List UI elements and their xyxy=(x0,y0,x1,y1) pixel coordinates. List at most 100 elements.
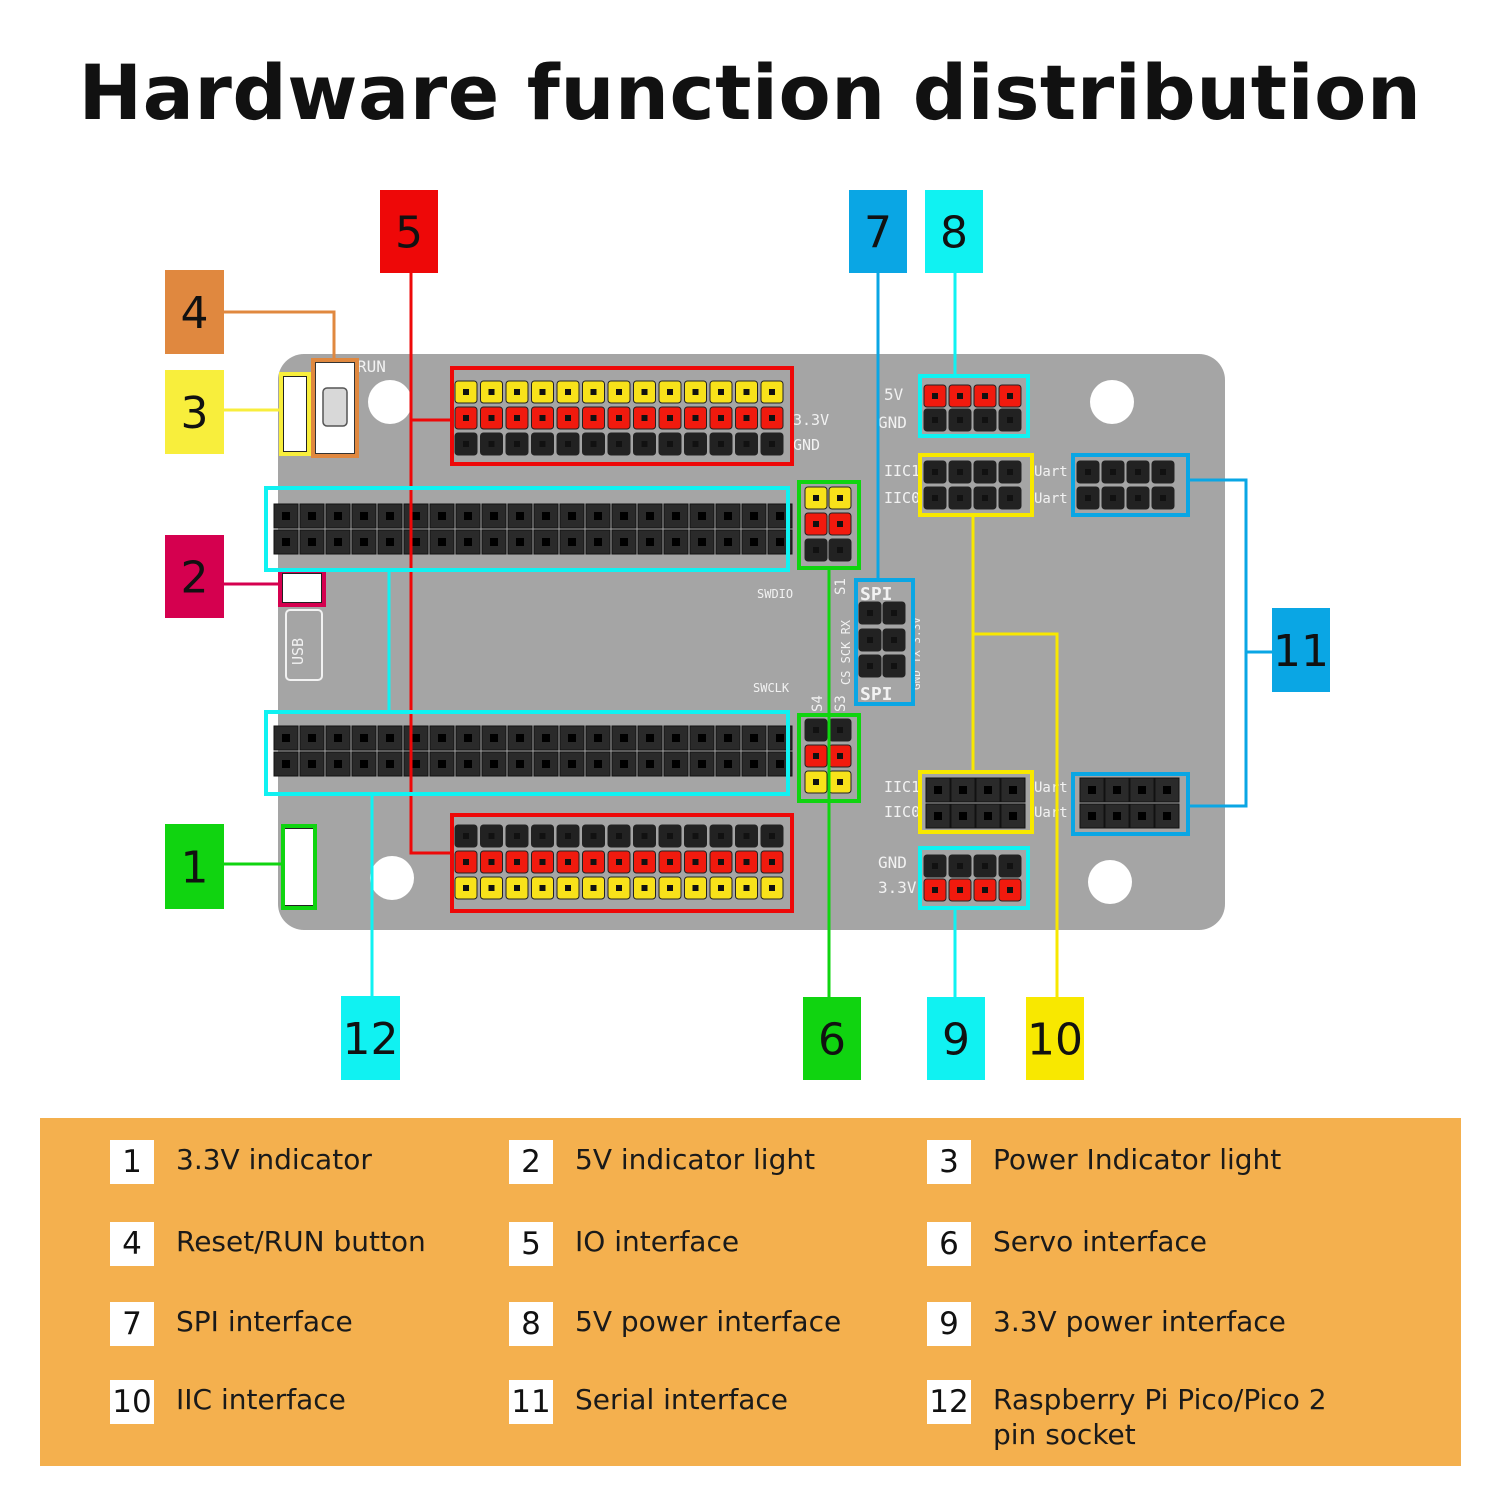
legend-number: 11 xyxy=(509,1380,553,1424)
badge-3-bg xyxy=(165,370,224,454)
io-pin-red-hole xyxy=(743,415,750,421)
pico-socket-hole xyxy=(386,512,394,520)
io-pin-yellow-hole xyxy=(616,389,622,395)
spi-pin-hole xyxy=(867,663,873,669)
highlight-box xyxy=(450,366,794,466)
servo-pin-hole xyxy=(837,521,843,527)
pico-socket-hole xyxy=(334,512,342,520)
io-pin-black-hole xyxy=(743,441,750,447)
pico-socket[interactable] xyxy=(689,725,715,751)
pico-socket-hole xyxy=(308,538,316,546)
iic-pin-hole xyxy=(982,495,988,501)
iic-socket-hole xyxy=(934,786,942,794)
uart-socket-hole xyxy=(1138,786,1146,794)
pico-socket[interactable] xyxy=(689,751,715,777)
badge-6: 6 xyxy=(803,997,861,1080)
iic-pin-hole xyxy=(982,469,988,475)
servo-pin-hole xyxy=(813,547,819,553)
uart-pin-hole xyxy=(1085,495,1091,501)
pico-socket[interactable] xyxy=(741,529,767,555)
io-pin-black-hole xyxy=(616,441,622,447)
io-pin-yellow-hole xyxy=(590,885,597,891)
spi-label-bottom: SPI xyxy=(860,684,893,705)
uart-label-1: Uart xyxy=(1034,464,1068,480)
pico-socket-hole xyxy=(490,512,498,520)
mounting-hole xyxy=(368,380,412,424)
io-pin-red-hole xyxy=(718,859,724,865)
servo-pin-hole xyxy=(813,727,819,733)
io-pin-black-hole xyxy=(692,833,699,839)
badge-8: 8 xyxy=(925,190,983,273)
io-pin-yellow-hole xyxy=(667,389,673,395)
uart-pin-hole xyxy=(1085,469,1091,475)
legend-number: 4 xyxy=(110,1222,154,1266)
pico-socket[interactable] xyxy=(273,751,299,777)
pico-socket-hole xyxy=(282,734,290,742)
pico-socket-hole xyxy=(490,760,498,768)
io-pin-black-hole xyxy=(667,441,673,447)
v5-label: 5V xyxy=(884,385,904,404)
pico-socket[interactable] xyxy=(689,503,715,529)
pico-socket[interactable] xyxy=(559,529,585,555)
legend-number: 10 xyxy=(110,1380,154,1424)
io-pin-red-hole xyxy=(463,859,469,865)
power-3v3-pin-hole xyxy=(932,887,938,893)
badge-9-bg xyxy=(927,997,985,1080)
legend-number: 3 xyxy=(927,1140,971,1184)
io-pin-yellow-hole xyxy=(565,389,571,395)
highlight-box xyxy=(918,453,1034,517)
pico-socket[interactable] xyxy=(403,751,429,777)
pico-socket-hole xyxy=(620,760,628,768)
badge-1: 1 xyxy=(165,824,224,909)
pico-socket-hole xyxy=(750,512,758,520)
io-pin-red-hole xyxy=(769,859,775,865)
pico-socket-hole xyxy=(724,538,732,546)
io-pin-black-hole xyxy=(769,441,775,447)
power-5v-pin-hole xyxy=(1007,417,1013,423)
pico-socket-hole xyxy=(464,512,472,520)
iic0-label-top: IIC0 xyxy=(884,489,920,507)
uart-pin-hole xyxy=(1110,495,1116,501)
iic1-label-bottom: IIC1 xyxy=(884,778,920,796)
uart-label-4: Uart xyxy=(1034,805,1068,821)
io-pin-black-hole xyxy=(769,833,775,839)
io-pin-black-hole xyxy=(488,833,495,839)
badge-1-label: 1 xyxy=(181,843,209,894)
pico-socket-hole xyxy=(594,538,602,546)
pico-socket-hole xyxy=(464,760,472,768)
uart-socket-hole xyxy=(1088,812,1096,820)
highlight-box xyxy=(854,578,915,706)
mounting-hole xyxy=(1090,380,1134,424)
pico-socket-hole xyxy=(750,538,758,546)
pico-socket-hole xyxy=(412,760,420,768)
pico-socket-hole xyxy=(308,734,316,742)
iic-pin-hole xyxy=(932,495,938,501)
servo-pin-hole xyxy=(813,495,819,501)
pico-socket[interactable] xyxy=(481,751,507,777)
io-pin-yellow-hole xyxy=(692,885,699,891)
uart-socket-hole xyxy=(1088,786,1096,794)
callout-layer xyxy=(222,272,1272,1000)
power-5v-pin-hole xyxy=(982,417,988,423)
pico-socket-hole xyxy=(620,734,628,742)
io-pin-black-hole xyxy=(718,833,724,839)
io-pin-yellow-hole xyxy=(514,885,520,891)
io-pin-yellow-hole xyxy=(616,885,622,891)
pico-socket[interactable] xyxy=(351,751,377,777)
pico-socket[interactable] xyxy=(429,529,455,555)
pico-socket-hole xyxy=(776,760,784,768)
badge-11-label: 11 xyxy=(1273,626,1329,677)
spi-pins-label: CS SCK RX xyxy=(839,619,853,685)
iic-socket[interactable] xyxy=(950,777,976,803)
pico-socket-hole xyxy=(672,760,680,768)
badge-9: 9 xyxy=(927,997,985,1080)
pico-socket-hole xyxy=(308,512,316,520)
spi-pin-hole xyxy=(891,610,897,616)
io-pin-yellow-hole xyxy=(718,389,724,395)
reset-button-cap[interactable] xyxy=(322,387,348,427)
badge-8-bg xyxy=(925,190,983,273)
legend-number: 12 xyxy=(927,1380,971,1424)
pico-socket-hole xyxy=(594,734,602,742)
pico-socket-hole xyxy=(646,760,654,768)
